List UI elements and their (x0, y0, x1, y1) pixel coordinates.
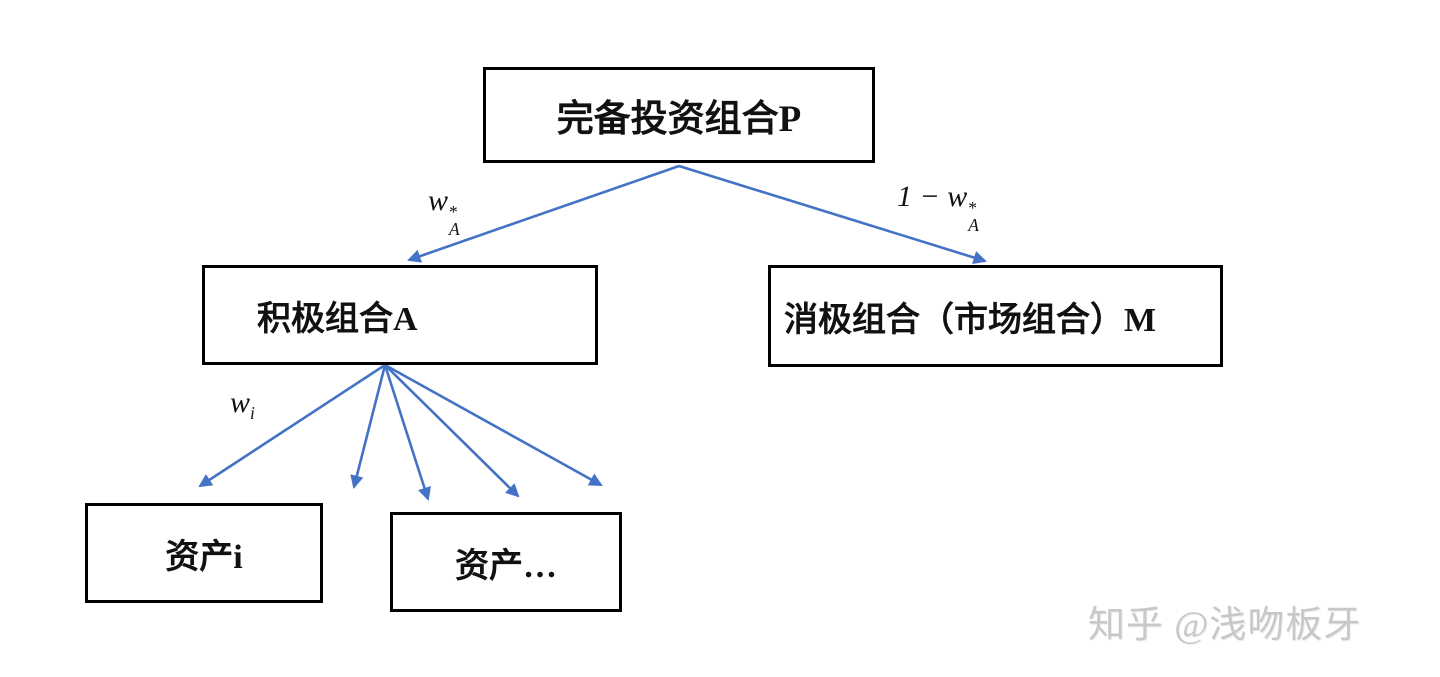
node-asset-i: 资产i (85, 503, 323, 603)
math-sup: * (968, 197, 977, 218)
arrow-active-to-asset-5 (384, 363, 603, 487)
node-active-portfolio-label: 积极组合A (257, 300, 418, 338)
math-supsub: *A (449, 201, 460, 240)
math-var: w (428, 184, 449, 217)
math-var: w (230, 386, 251, 419)
math-prefix: 1 − (897, 180, 948, 213)
node-passive-portfolio-label: 消极组合（市场组合）M (784, 301, 1157, 339)
edge-label-weight-active: w*A (428, 184, 460, 239)
node-asset-i-label: 资产i (165, 538, 243, 576)
math-sub: A (449, 219, 460, 240)
node-asset-more-label: 资产… (455, 547, 557, 585)
arrow-active-to-asset-2 (350, 364, 387, 489)
node-active-portfolio: 积极组合A (202, 265, 598, 365)
arrow-active-to-asset-4 (384, 364, 520, 498)
node-complete-portfolio-label: 完备投资组合P (556, 99, 802, 140)
arrow-active-to-asset-1 (198, 363, 386, 488)
node-passive-portfolio: 消极组合（市场组合）M (768, 265, 1223, 367)
watermark: 知乎 @浅吻板牙 (1088, 605, 1362, 646)
edge-label-weight-passive: 1 − w*A (897, 180, 979, 235)
arrow-active-to-asset-3 (383, 364, 431, 501)
node-complete-portfolio: 完备投资组合P (483, 67, 875, 163)
math-supsub: *A (968, 197, 979, 236)
node-asset-more: 资产… (390, 512, 622, 612)
edge-label-weight-asset: wi (230, 386, 255, 424)
math-sub: i (250, 403, 255, 423)
math-var: w (947, 180, 968, 213)
math-sup: * (449, 201, 458, 222)
math-sub: A (968, 215, 979, 236)
